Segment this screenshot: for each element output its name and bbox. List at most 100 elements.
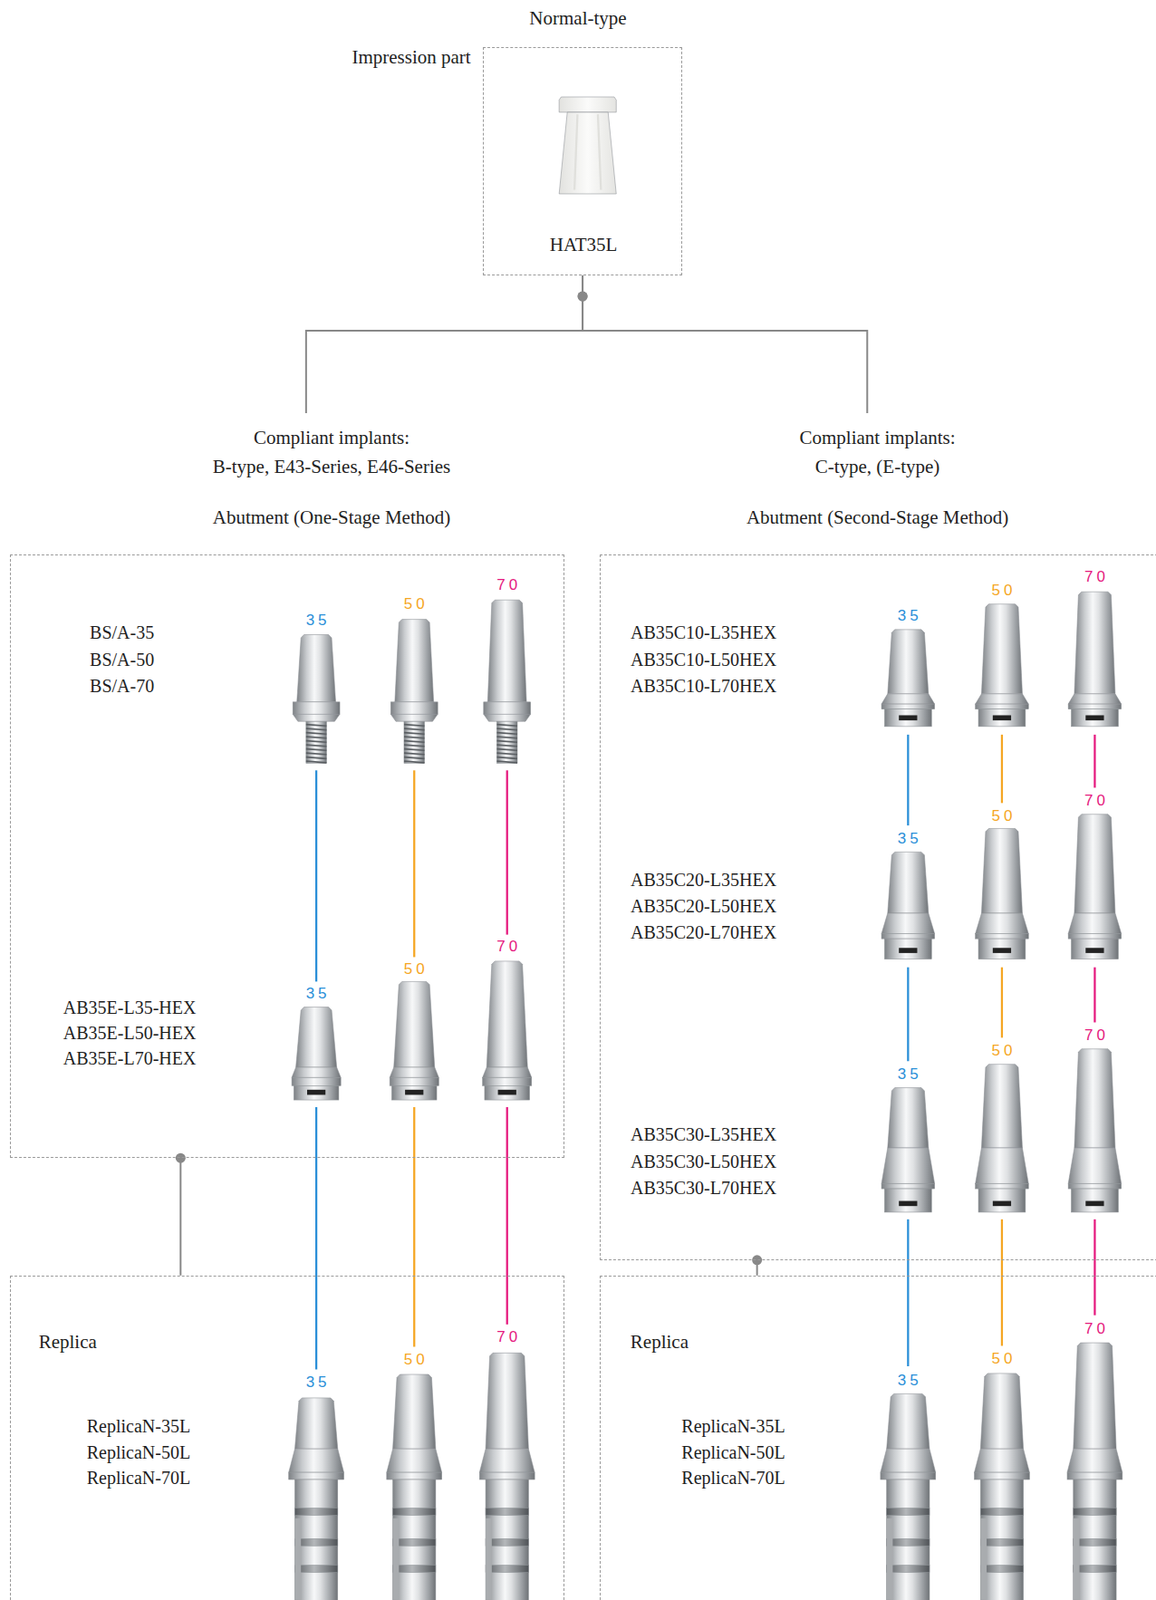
screw-thread xyxy=(404,724,425,727)
abutment-cuff xyxy=(1068,693,1122,704)
abutment-hex xyxy=(1071,1188,1119,1213)
size-number: 70 xyxy=(496,577,521,595)
replica-groove xyxy=(1073,1538,1117,1546)
node-text: B-type, E43-Series, E46-Series xyxy=(212,455,451,479)
abutment-body xyxy=(887,629,929,694)
abutment-screw xyxy=(496,721,518,763)
size-link-line xyxy=(906,1219,909,1367)
replica-groove xyxy=(294,1538,338,1546)
cap-rib xyxy=(597,114,601,190)
node-heading: Compliant implants: xyxy=(799,427,955,451)
screw-thread xyxy=(404,732,425,735)
abutment-cuff xyxy=(975,913,1030,935)
abutment-cuff xyxy=(1068,913,1122,935)
replica-cuff xyxy=(1067,1448,1123,1473)
size-number: 50 xyxy=(404,595,429,613)
part-code: AB35C30-L70HEX xyxy=(630,1176,777,1199)
screw-thread xyxy=(306,736,328,739)
part-code: AB35C10-L35HEX xyxy=(630,621,777,644)
size-number: 70 xyxy=(496,938,521,956)
replica-groove xyxy=(485,1508,529,1516)
screw-thread xyxy=(496,757,518,760)
part-code: BS/A-35 xyxy=(89,621,155,644)
size-link-line xyxy=(906,967,909,1062)
hex-slot xyxy=(1085,714,1104,721)
connector-dot xyxy=(578,291,588,302)
abutment-hex xyxy=(1071,709,1119,727)
size-link-line xyxy=(1001,1219,1003,1347)
abutment-body xyxy=(1074,591,1116,694)
replica-flat xyxy=(886,1518,894,1600)
abutment-hex xyxy=(884,1188,932,1213)
replica-groove xyxy=(393,1508,436,1516)
cap-rib xyxy=(574,114,578,190)
screw-thread xyxy=(404,757,425,760)
screw-thread xyxy=(404,752,425,755)
abutment-cuff xyxy=(975,1147,1030,1184)
size-number: 70 xyxy=(1084,792,1109,810)
abutment-collar xyxy=(482,1077,532,1086)
part-code: AB35C30-L50HEX xyxy=(630,1150,777,1173)
abutment-cuff xyxy=(881,913,935,935)
screw-thread xyxy=(306,761,328,763)
replica-collar xyxy=(479,1472,535,1480)
replica-flat xyxy=(980,1518,987,1600)
replica-collar xyxy=(289,1472,345,1480)
part-code: AB35E-L70-HEX xyxy=(63,1047,197,1070)
part-code: ReplicaN-50L xyxy=(86,1441,191,1464)
screw-thread xyxy=(496,724,518,727)
screw-thread xyxy=(306,728,328,731)
hex-slot xyxy=(898,947,917,954)
abutment-screw xyxy=(306,721,328,763)
abutment-collar xyxy=(975,933,1030,939)
replica-collar xyxy=(1067,1472,1123,1480)
abutment-collar xyxy=(389,1077,439,1086)
screw-thread xyxy=(496,732,518,735)
screw-thread xyxy=(496,752,518,755)
replica-collar xyxy=(880,1472,936,1480)
size-number: 50 xyxy=(991,582,1016,600)
node-heading: Compliant implants: xyxy=(253,427,410,451)
abutment-collar xyxy=(292,702,340,715)
replica-cuff xyxy=(974,1448,1031,1473)
size-number: 50 xyxy=(991,1350,1016,1368)
node-text: C-type, (E-type) xyxy=(815,455,941,479)
connector-line xyxy=(582,275,867,414)
part-code: AB35C10-L70HEX xyxy=(630,674,777,697)
size-link-line xyxy=(413,770,415,957)
abutment-body xyxy=(981,1064,1022,1148)
replica-groove xyxy=(485,1565,529,1573)
abutment-hex xyxy=(391,1085,437,1100)
hex-slot xyxy=(498,1089,517,1096)
screw-thread xyxy=(496,761,518,763)
node-text: HAT35L xyxy=(549,234,618,258)
abutment-body xyxy=(394,981,435,1068)
abutment-collar xyxy=(1068,1183,1122,1189)
abutment-group-box: Compliant implants: B-type, E43-Series, E… xyxy=(9,413,565,1158)
screw-thread xyxy=(306,741,328,743)
size-number: 70 xyxy=(1084,1320,1109,1339)
part-code: BS/A-50 xyxy=(89,648,155,671)
screw-thread xyxy=(404,744,425,747)
size-number: 35 xyxy=(897,607,923,626)
size-number: 70 xyxy=(1084,1027,1109,1045)
node-heading: Replica xyxy=(38,1330,97,1354)
hex-slot xyxy=(898,714,917,721)
abutment-collar xyxy=(1068,703,1122,710)
replica-groove xyxy=(980,1565,1023,1573)
abutment-body xyxy=(887,851,929,914)
replica-groove xyxy=(1073,1508,1117,1516)
abutment-screw xyxy=(404,721,425,763)
abutment-collar xyxy=(881,933,935,939)
connector-dot xyxy=(751,1254,762,1265)
size-number: 70 xyxy=(496,1329,521,1347)
replica-groove xyxy=(294,1565,338,1573)
abutment-body xyxy=(297,635,337,703)
hex-slot xyxy=(1085,947,1104,954)
abutment-body xyxy=(296,1007,338,1068)
part-code: AB35C20-L50HEX xyxy=(630,895,777,917)
size-link-line xyxy=(1093,967,1096,1023)
replica-shaft xyxy=(980,1479,1023,1600)
hex-slot xyxy=(992,1201,1012,1207)
replica-collar xyxy=(386,1472,443,1480)
